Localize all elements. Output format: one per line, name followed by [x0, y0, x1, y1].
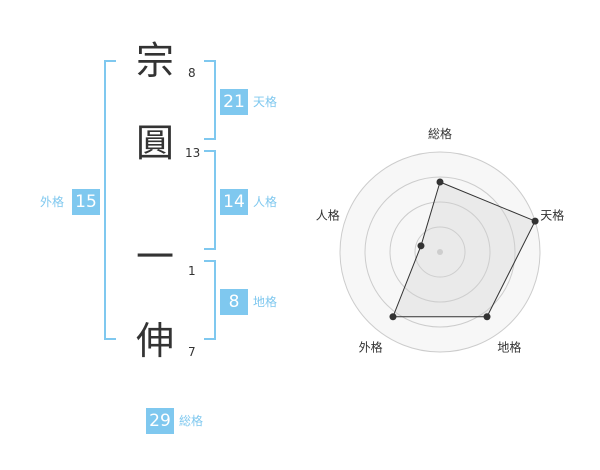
jinkaku-label: 人格 — [253, 195, 278, 209]
name-char-3: 一 — [135, 235, 174, 279]
stroke-count-1: 8 — [188, 66, 196, 80]
radar-point-5 — [417, 242, 425, 250]
stroke-count-2: 13 — [185, 146, 201, 160]
chikaku-bracket — [204, 260, 216, 340]
soukaku-value-badge: 29 — [146, 408, 174, 434]
radar-axis-label-4: 外格 — [359, 339, 383, 354]
radar-axis-label-3: 地格 — [497, 339, 521, 354]
gaikaku-value-badge: 15 — [72, 189, 100, 215]
radar-point-2 — [531, 217, 539, 225]
tenkaku-value-badge: 21 — [220, 89, 248, 115]
tenkaku-label: 天格 — [253, 95, 278, 109]
gaikaku-label: 外格 — [40, 195, 65, 209]
name-char-1: 宗 — [135, 39, 174, 83]
chikaku-value-badge: 8 — [220, 289, 248, 315]
jinkaku-value-badge: 14 — [220, 189, 248, 215]
radar-axis-label-2: 天格 — [540, 208, 564, 223]
name-char-4: 伸 — [135, 319, 174, 363]
jinkaku-bracket — [204, 150, 216, 250]
radar-point-3 — [483, 313, 491, 321]
tenkaku-bracket — [204, 60, 216, 140]
radar-shape — [389, 178, 539, 321]
radar-grid — [339, 151, 541, 353]
radar-point-4 — [389, 313, 397, 321]
radar-ring-1 — [414, 226, 466, 278]
soukaku-label: 総格 — [179, 414, 204, 428]
radar-polygon — [392, 181, 536, 318]
radar-axis-label-5: 人格 — [316, 208, 340, 223]
stroke-count-4: 7 — [188, 345, 196, 359]
gaikaku-bracket — [104, 60, 116, 340]
name-char-2: 圓 — [135, 121, 174, 165]
chikaku-label: 地格 — [253, 295, 278, 309]
radar-axis-label-1: 総格 — [428, 126, 452, 141]
radar-point-1 — [436, 178, 444, 186]
radar-center-dot — [437, 249, 443, 255]
radar-ring-2 — [389, 201, 491, 303]
stroke-count-3: 1 — [188, 264, 196, 278]
radar-ring-3 — [364, 176, 516, 328]
